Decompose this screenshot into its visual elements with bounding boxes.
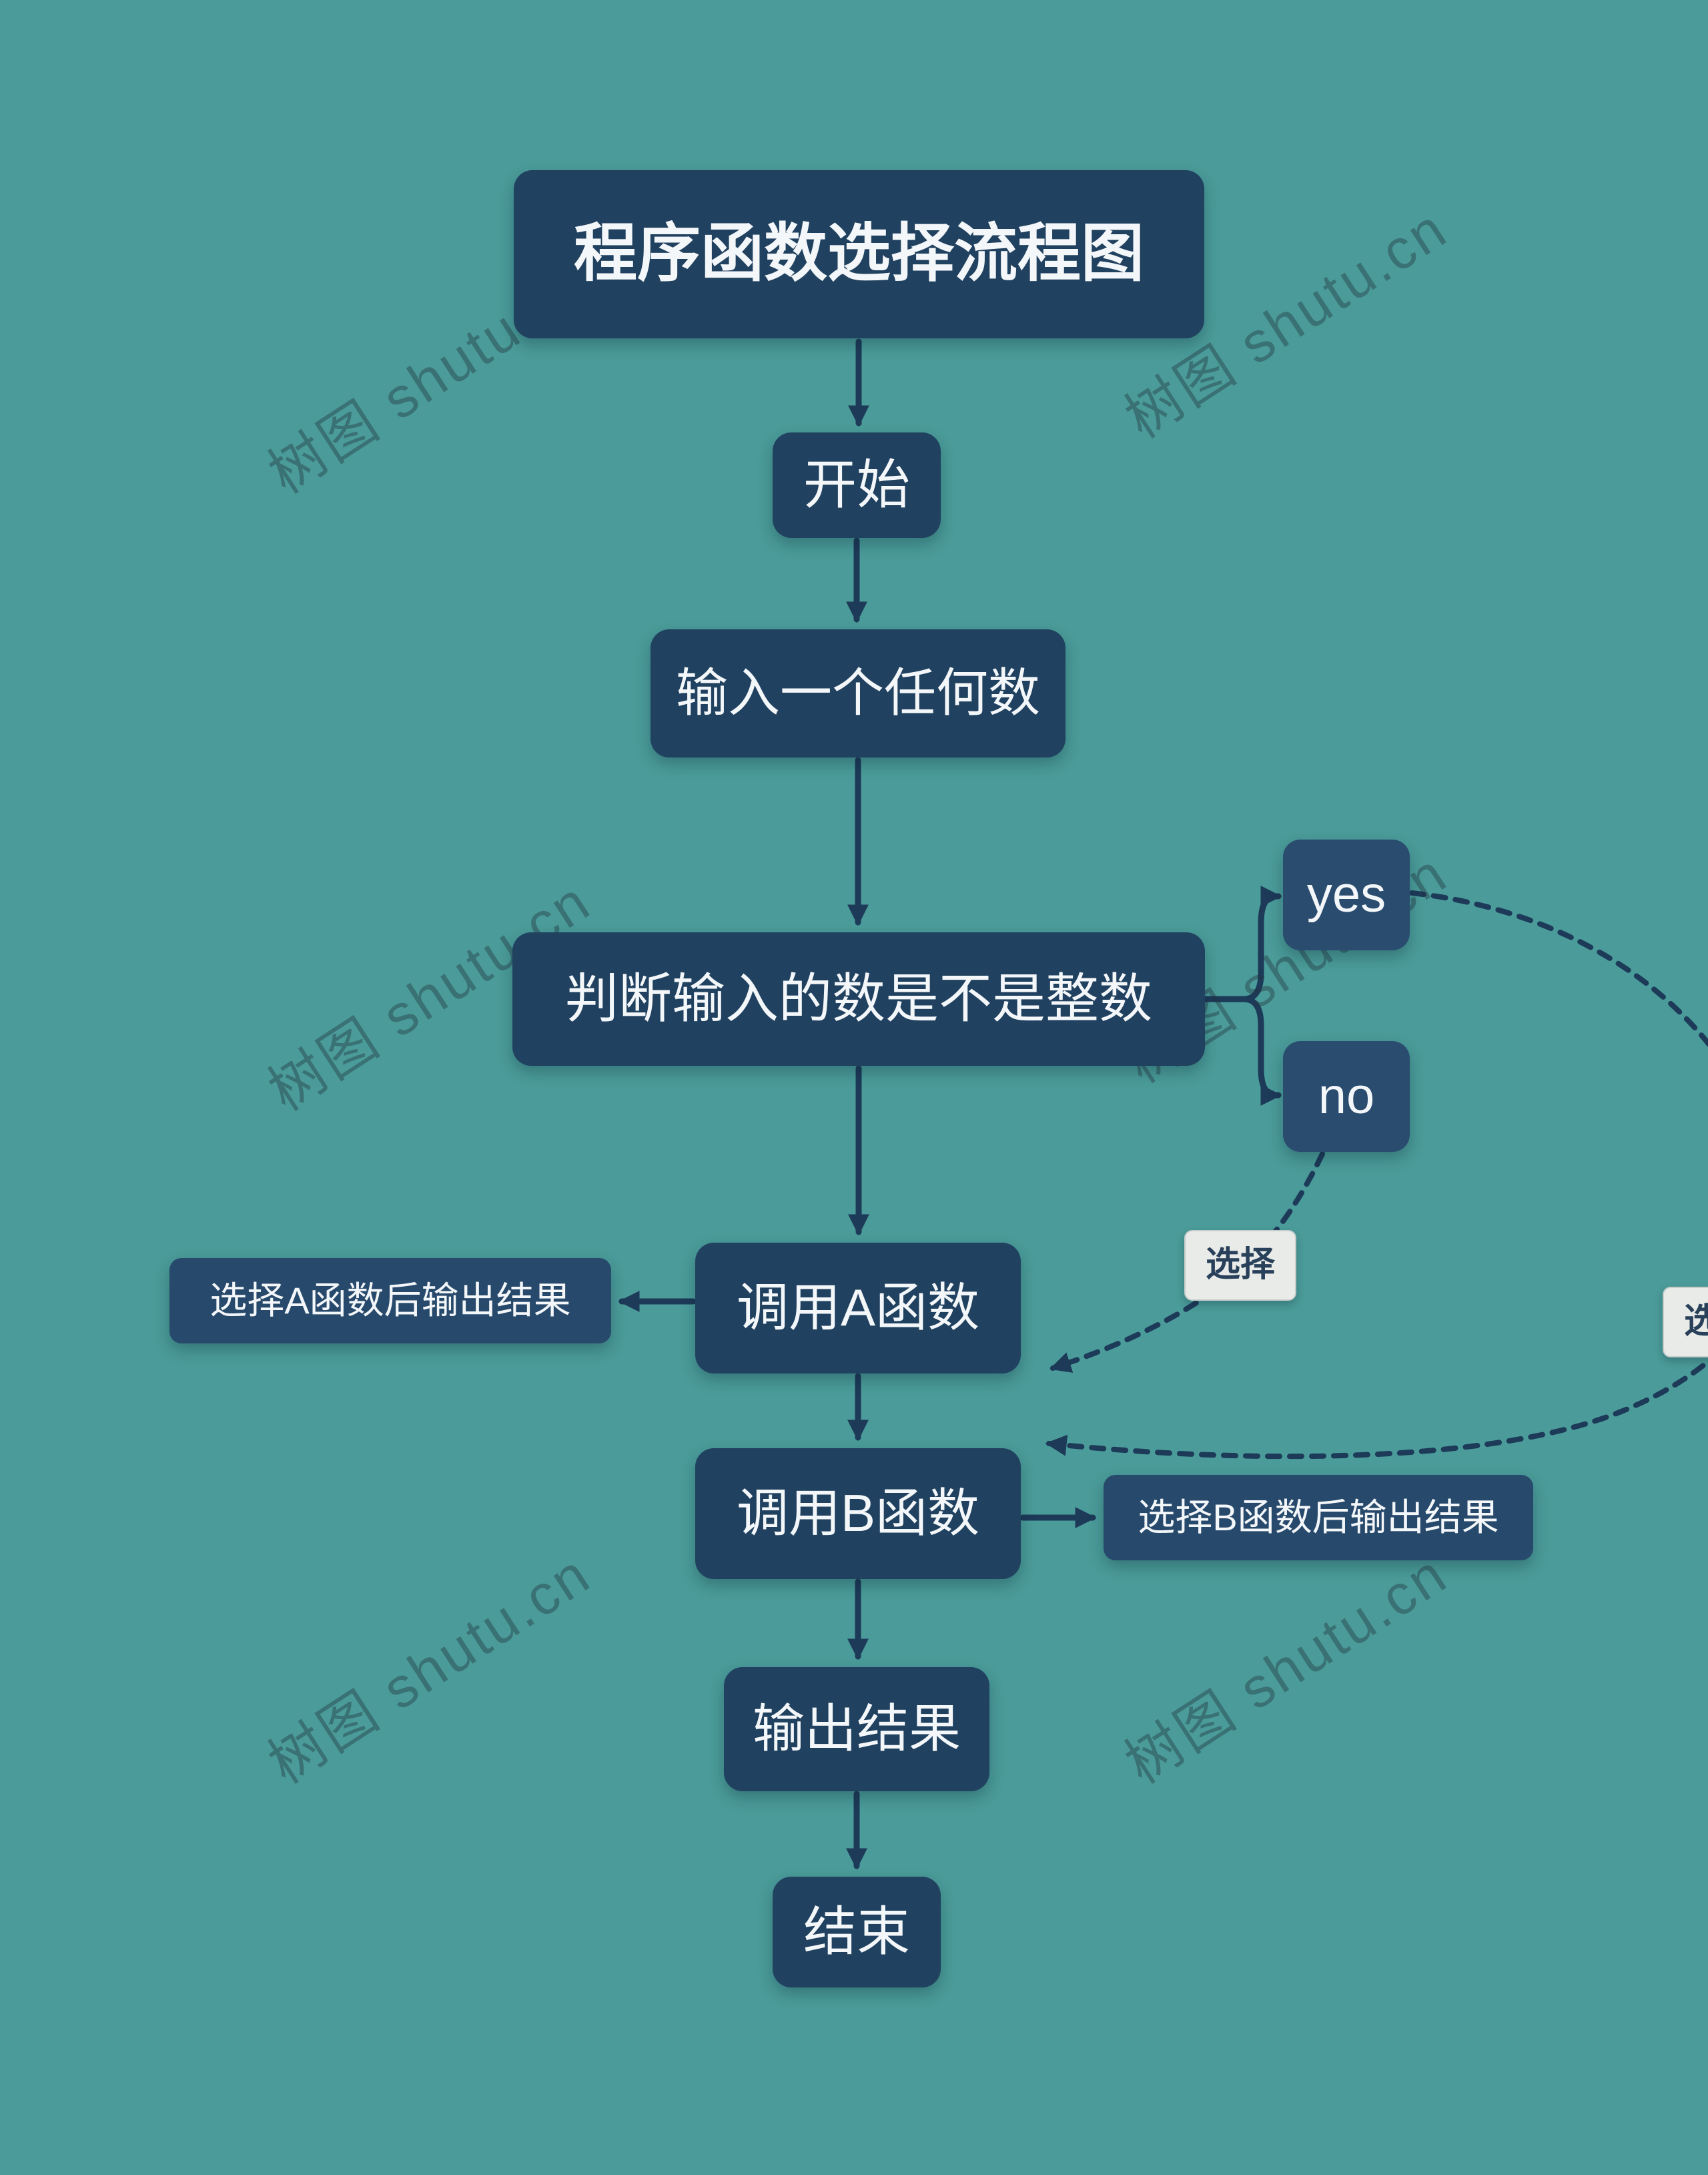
node-end: 结束 [773, 1877, 941, 1987]
node-result-function-a: 选择A函数后输出结果 [169, 1258, 611, 1343]
watermark: 树图 shutu.cn [1114, 1541, 1458, 1795]
node-no: no [1283, 1041, 1410, 1152]
node-output-result: 输出结果 [724, 1667, 989, 1791]
edge-judge-no [1240, 996, 1282, 1106]
watermark: 树图 shutu.cn [258, 1541, 602, 1795]
choose-edge-label-clipped: 选择 [1663, 1287, 1708, 1357]
node-yes: yes [1283, 840, 1410, 950]
edge-judge-yes [1240, 886, 1282, 1002]
node-flowchart-title: 程序函数选择流程图 [514, 170, 1204, 338]
node-call-function-b: 调用B函数 [695, 1448, 1021, 1579]
node-input-number: 输入一个任何数 [651, 629, 1065, 757]
choose-edge-label: 选择 [1184, 1230, 1296, 1301]
node-judge-integer: 判断输入的数是不是整数 [512, 932, 1205, 1066]
node-result-function-b: 选择B函数后输出结果 [1104, 1475, 1533, 1560]
node-call-function-a: 调用A函数 [695, 1243, 1021, 1373]
node-start: 开始 [773, 432, 941, 538]
